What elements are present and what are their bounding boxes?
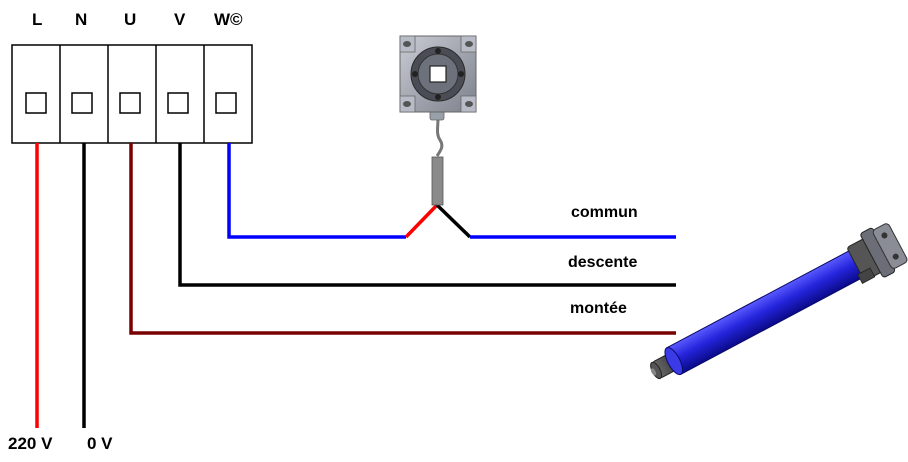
terminal-screw-n bbox=[71, 92, 93, 114]
tubular-motor-icon bbox=[650, 223, 908, 380]
wire-label-down: descente bbox=[568, 254, 638, 271]
terminal-label-n: N bbox=[75, 10, 88, 29]
terminal-block bbox=[11, 44, 253, 144]
terminal-screw-u bbox=[119, 92, 141, 114]
wire-label-common: commun bbox=[571, 204, 638, 221]
switch-lead-black bbox=[435, 203, 472, 239]
terminal-screw-v bbox=[167, 92, 189, 114]
wire-label-up: montée bbox=[570, 300, 627, 317]
switch-cable-sleeve bbox=[431, 156, 444, 206]
down-wire bbox=[178, 143, 676, 287]
terminal-screw-l bbox=[25, 92, 47, 114]
terminal-label-w: W© bbox=[214, 10, 243, 29]
terminal-label-l: L bbox=[32, 10, 43, 29]
voltage-label-neutral: 0 V bbox=[87, 434, 113, 453]
voltage-label-live: 220 V bbox=[8, 434, 53, 453]
switch-lead-red bbox=[404, 203, 439, 239]
rotary-switch-icon bbox=[399, 35, 477, 157]
common-wire-left bbox=[227, 143, 406, 239]
terminal-label-u: U bbox=[124, 10, 137, 29]
terminal-label-v: V bbox=[174, 10, 186, 29]
terminal-screw-w bbox=[215, 92, 237, 114]
up-wire bbox=[129, 143, 676, 335]
